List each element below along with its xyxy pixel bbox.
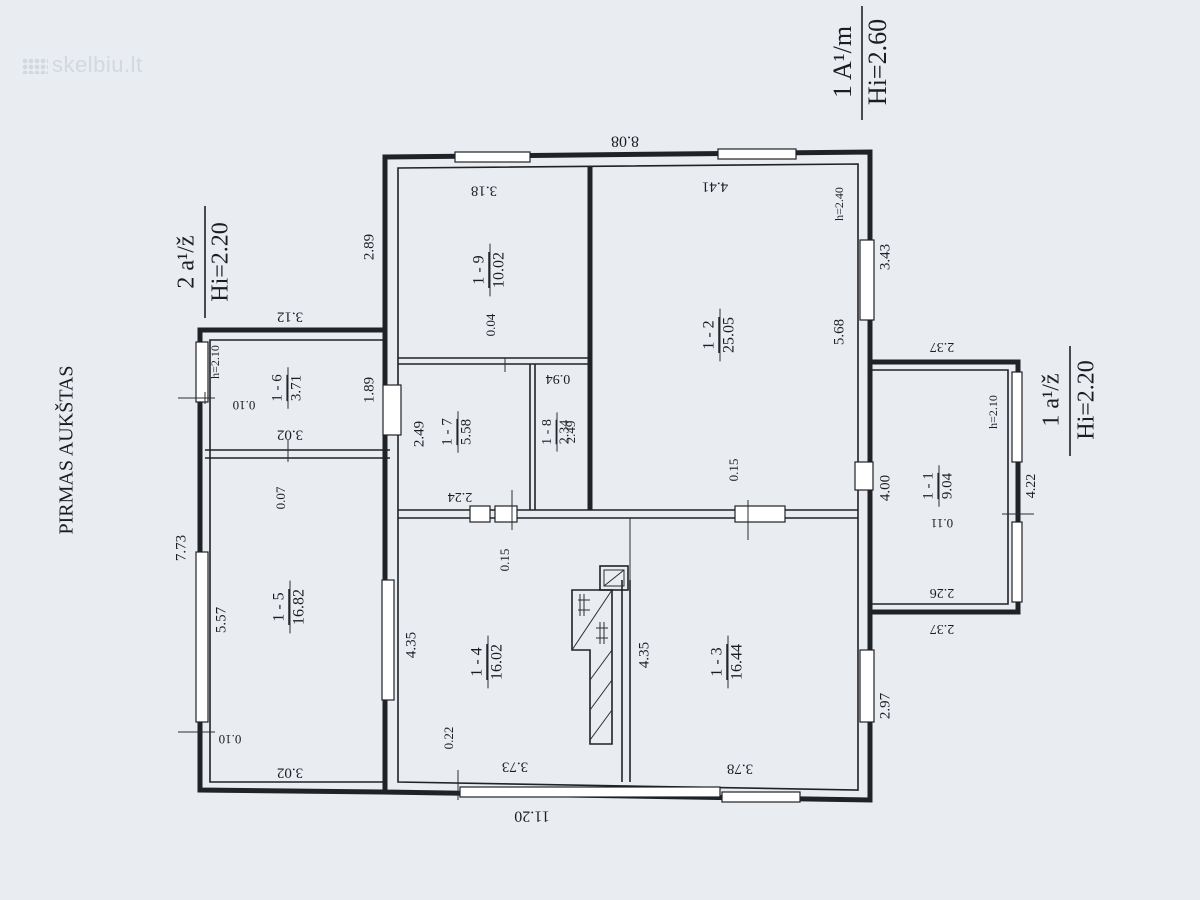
window-bottom-2 [721,791,801,803]
dim-right-lower: 2.97 [877,692,893,719]
room-1---7-id: 1 - 7 [440,418,456,446]
watermark-logo-icon [22,58,48,74]
dim-wall-g: 0.22 [441,727,456,750]
dim-room14-height: 4.35 [403,632,419,658]
staircase [571,565,629,745]
height-main: h=2.40 [832,187,846,221]
dim-room18-width: 0.94 [546,371,571,386]
dim-room15-top: 3.02 [277,427,303,443]
dim-room17-width: 2.24 [448,489,473,504]
room-1---4-area: 16.02 [488,644,505,680]
floor-title: PIRMAS AUKŠTAS [54,365,78,534]
room-1---2-area: 25.05 [720,317,737,353]
door-1 [494,505,518,523]
room-1---5-id: 1 - 5 [270,592,287,621]
room-1---2-id: 1 - 2 [700,320,717,349]
dim-left-mid: 1.89 [361,377,377,403]
dim-room15-height: 5.57 [213,606,229,633]
dim-left-total: 7.73 [173,535,189,561]
porch-inner [870,369,1009,605]
dim-room12-height: 5.68 [831,319,847,345]
window-bottom-1 [459,786,721,798]
dim-room13-bottom: 3.78 [727,761,753,777]
room-1---9-id: 1 - 9 [470,255,487,284]
legend-right-height: Hi=2.20 [1074,360,1100,440]
room-1---3-id: 1 - 3 [708,647,725,676]
tick-left-1 [178,392,215,404]
dim-right-mid: 4.00 [877,475,893,501]
window-left-1 [195,551,209,723]
dim-room14-bottom: 3.73 [502,759,528,775]
door-5 [854,461,874,491]
room-1---8-id: 1 - 8 [540,419,555,445]
dim-porch-inner: 2.26 [930,585,955,600]
dim-wall-e: 0.10 [233,398,256,413]
height-porch: h=2.10 [986,395,1000,429]
legend-left-code: 2 a¹/ž [174,235,200,288]
room-1---6-id: 1 - 6 [270,374,286,402]
room-1---8-area: 2.34 [558,420,573,445]
room-1---9-area: 10.02 [490,252,507,288]
dim-wall-f: 0.10 [219,732,242,747]
room-1---1-area: 9.04 [939,472,955,499]
window-porch-2 [1011,521,1023,603]
watermark-text: skelbiu.lt [52,52,143,77]
main-inner-wall [397,163,859,791]
dim-room16-top: 3.12 [277,309,303,325]
dim-room12-width: 4.41 [702,179,728,195]
window-left-2 [381,579,395,701]
dim-right-upper: 3.43 [877,244,893,270]
dim-porch-depth: 4.22 [1024,474,1039,499]
dim-wall-a: 0.04 [483,313,498,336]
watermark: skelbiu.lt [22,52,143,78]
dim-wall-d: 0.07 [273,486,288,509]
window-top-2 [717,148,797,160]
legend-main-code: 1 A¹/m [828,26,857,98]
window-top-1 [454,151,531,163]
dim-room15-bottom: 3.02 [277,765,303,781]
room-1---4-id: 1 - 4 [468,647,485,676]
window-porch-1 [1011,371,1023,463]
room-1---1-id: 1 - 1 [921,472,937,500]
room-1---7-area: 5.58 [458,419,474,445]
dim-room17-height: 2.49 [411,421,427,447]
dim-room19-width: 3.18 [471,183,497,199]
room-1---3-area: 16.44 [728,644,745,680]
dim-wall-h: 0.11 [931,516,953,531]
dim-left-upper: 2.89 [361,234,377,260]
door-2 [734,505,786,523]
dim-bottom-total: 11.20 [514,807,549,824]
dim-wall-c: 0.15 [497,549,512,572]
height-small: h=2.10 [208,345,222,379]
room-1---6-area: 3.71 [288,375,304,401]
room-1---5-area: 16.82 [290,589,307,625]
dim-wall-b: 0.15 [726,459,741,482]
window-left-annex [195,341,209,403]
main-outer-wall [382,149,873,803]
legend-right-code: 1 a¹/ž [1039,373,1065,426]
window-right-1 [859,239,875,321]
left-annex-inner [209,339,385,783]
window-right-2 [859,649,875,723]
dim-top-total: 8.08 [611,132,639,149]
dim-room13-height: 4.35 [636,642,652,668]
legend-main-height: Hi=2.60 [863,19,892,105]
door-4 [382,384,402,436]
dim-porch-top: 2.37 [930,339,955,354]
dim-room18-height: 2.49 [563,421,578,444]
porch-wall [870,359,1021,615]
door-3 [469,505,491,523]
dim-porch-bottom: 2.37 [930,621,955,636]
legend-left-height: Hi=2.20 [208,222,234,302]
